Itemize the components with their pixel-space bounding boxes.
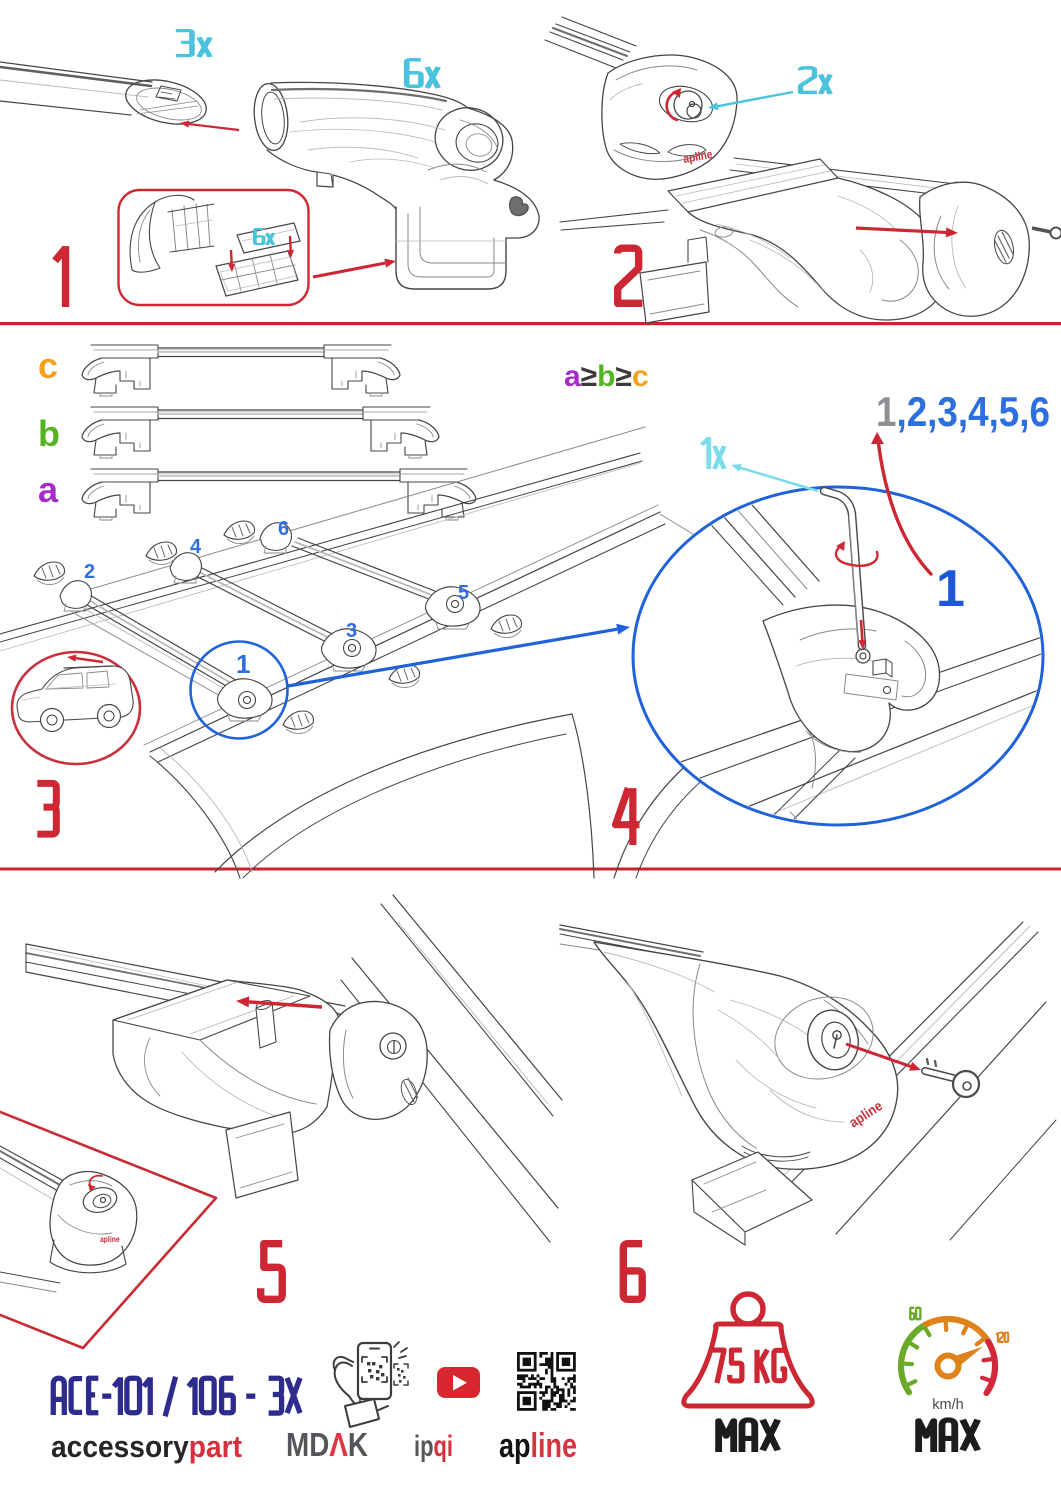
svg-text:accessorypart: accessorypart	[51, 1429, 242, 1464]
svg-text:MDΛK: MDΛK	[286, 1426, 368, 1463]
svg-text:2: 2	[84, 561, 95, 583]
svg-text:apline: apline	[499, 1427, 577, 1465]
svg-text:ipqi: ipqi	[414, 1430, 453, 1463]
svg-text:apline: apline	[682, 148, 713, 166]
svg-text:3: 3	[346, 620, 357, 642]
svg-text:a: a	[38, 469, 59, 510]
svg-text:4: 4	[190, 536, 202, 558]
svg-text:b: b	[38, 413, 60, 454]
svg-text:6: 6	[278, 518, 289, 540]
svg-text:1: 1	[236, 649, 250, 679]
svg-text:1,2,3,4,5,6: 1,2,3,4,5,6	[876, 388, 1050, 435]
svg-text:a≥b≥c: a≥b≥c	[564, 360, 649, 393]
svg-text:c: c	[38, 345, 58, 386]
svg-text:apline: apline	[100, 1234, 120, 1244]
svg-text:km/h: km/h	[932, 1397, 963, 1413]
svg-text:1: 1	[936, 560, 965, 618]
svg-text:5: 5	[458, 582, 469, 604]
